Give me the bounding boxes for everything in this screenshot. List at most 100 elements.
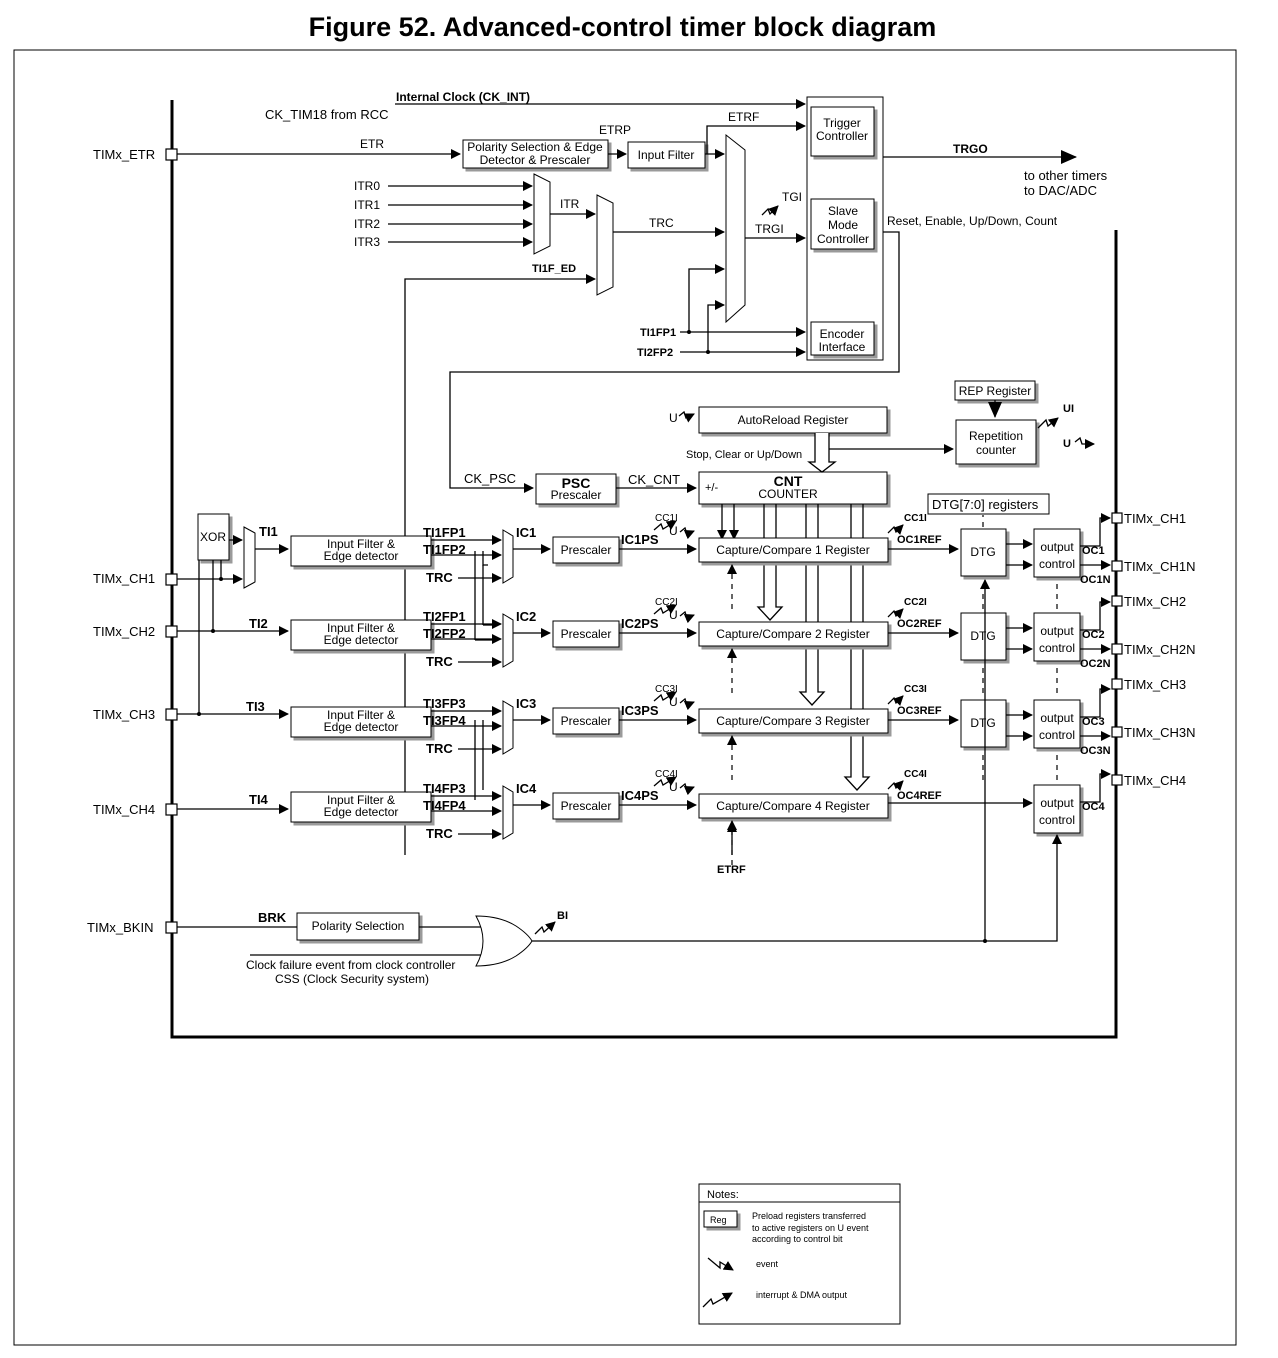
svg-text:ITR2: ITR2	[354, 217, 380, 231]
encoder-interface-box	[810, 321, 875, 356]
ic-ps-label: IC3PS	[621, 703, 659, 718]
svg-text:ITR: ITR	[560, 197, 580, 211]
svg-text:Input Filter: Input Filter	[638, 148, 695, 162]
ic-label: IC3	[516, 696, 536, 711]
dtg-box	[960, 699, 1007, 748]
ocref-label: OC3REF	[897, 705, 942, 717]
pin-out-ch4	[1111, 774, 1123, 786]
svg-text:Polarity Selection & Edge: Polarity Selection & Edge	[467, 140, 603, 154]
pin-ch3	[165, 708, 178, 721]
prescaler-box	[552, 536, 620, 564]
svg-text:Clock failure event from clock: Clock failure event from clock controlle…	[246, 958, 455, 972]
svg-text:TI2: TI2	[249, 616, 268, 631]
channel-4: Input Filter &Edge detectorTI4FP3TI4FP4T…	[290, 769, 1111, 865]
svg-text:TIMx_CH1: TIMx_CH1	[1124, 511, 1186, 526]
fp-a-label: TI4FP3	[423, 781, 466, 796]
svg-text:U: U	[669, 780, 678, 794]
svg-text:TIMx_CH2: TIMx_CH2	[1124, 594, 1186, 609]
ocref-label: OC1REF	[897, 534, 942, 546]
etr-label: ETR	[360, 137, 384, 151]
svg-text:XOR: XOR	[200, 530, 226, 544]
ic-label: IC2	[516, 609, 536, 624]
svg-text:Slave: Slave	[828, 204, 858, 218]
svg-text:DTG: DTG	[970, 545, 995, 559]
svg-text:control: control	[1039, 557, 1075, 571]
svg-text:TIMx_CH1: TIMx_CH1	[93, 571, 155, 586]
pin-ch2	[165, 625, 178, 638]
svg-text:TI3: TI3	[246, 699, 265, 714]
svg-text:Input Filter &: Input Filter &	[327, 621, 395, 635]
input-filter-edge-box	[290, 706, 432, 738]
svg-text:Controller: Controller	[817, 232, 869, 246]
svg-text:Mode: Mode	[828, 218, 858, 232]
input-filter-edge-box	[290, 619, 432, 651]
oc-label: OC2	[1082, 629, 1105, 641]
svg-text:PSC: PSC	[562, 475, 591, 491]
timer-boundary	[170, 100, 1118, 1039]
svg-text:CNT: CNT	[774, 473, 803, 489]
dtg-registers-box	[927, 493, 1050, 515]
svg-text:ETRF: ETRF	[717, 864, 746, 876]
capture-compare-register	[698, 708, 889, 734]
prescaler-box	[552, 792, 620, 820]
dtg-box	[960, 612, 1007, 661]
svg-text:CSS (Clock Security system): CSS (Clock Security system)	[275, 972, 429, 986]
svg-text:output: output	[1040, 540, 1074, 554]
cnt-box	[698, 471, 888, 505]
svg-text:Input Filter &: Input Filter &	[327, 793, 395, 807]
polarity-selection-box	[296, 912, 420, 941]
svg-text:CK_PSC: CK_PSC	[464, 471, 516, 486]
ic-ps-label: IC1PS	[621, 532, 659, 547]
svg-text:Reset, Enable, Up/Down, Count: Reset, Enable, Up/Down, Count	[887, 214, 1058, 228]
svg-text:to DAC/ADC: to DAC/ADC	[1024, 183, 1097, 198]
ck-int-label: Internal Clock (CK_INT)	[396, 90, 530, 104]
svg-text:ITR1: ITR1	[354, 198, 380, 212]
pin-out-ch2	[1111, 595, 1123, 607]
svg-text:Polarity Selection: Polarity Selection	[312, 919, 405, 933]
svg-text:Capture/Compare 1 Register: Capture/Compare 1 Register	[716, 543, 869, 557]
cc-out-label: CC3I	[904, 684, 927, 695]
svg-text:TIMx_CH1N: TIMx_CH1N	[1124, 559, 1196, 574]
fp-a-label: TI3FP3	[423, 696, 466, 711]
ic-label: IC1	[516, 525, 536, 540]
or-gate	[475, 915, 533, 967]
svg-text:Prescaler: Prescaler	[561, 543, 612, 557]
outer-frame	[13, 49, 1237, 1346]
ic-mux	[502, 700, 514, 755]
fp-b-label: TI2FP2	[423, 626, 466, 641]
svg-text:COUNTER: COUNTER	[758, 487, 818, 501]
svg-text:TIMx_CH3: TIMx_CH3	[93, 707, 155, 722]
cc-out-label: CC2I	[904, 597, 927, 608]
svg-text:Prescaler: Prescaler	[561, 714, 612, 728]
ic-ps-label: IC2PS	[621, 616, 659, 631]
svg-text:counter: counter	[976, 443, 1016, 457]
svg-text:TRGO: TRGO	[953, 142, 988, 156]
svg-text:TRGI: TRGI	[755, 222, 784, 236]
dtg-box	[960, 528, 1007, 577]
pin-etr	[165, 148, 178, 161]
svg-text:Trigger: Trigger	[823, 116, 861, 130]
svg-text:Encoder: Encoder	[820, 327, 865, 341]
cc-out-label: CC4I	[904, 769, 927, 780]
svg-text:AutoReload Register: AutoReload Register	[738, 413, 849, 427]
svg-text:Notes:: Notes:	[707, 1189, 739, 1201]
svg-text:TIMx_CH3: TIMx_CH3	[1124, 677, 1186, 692]
ic-label: IC4	[516, 781, 537, 796]
cc-in-label: CC2I	[655, 597, 678, 608]
pin-out-ch1	[1111, 512, 1123, 524]
capture-compare-register	[698, 537, 889, 563]
trgi-mux	[725, 133, 746, 324]
svg-text:Edge detector: Edge detector	[324, 549, 399, 563]
trc-label: TRC	[426, 741, 453, 756]
trc-label: TRC	[426, 570, 453, 585]
pin-out-ch1n	[1111, 560, 1123, 572]
repetition-counter-box	[955, 419, 1037, 465]
svg-text:REP Register: REP Register	[959, 384, 1031, 398]
fp-b-label: TI1FP2	[423, 542, 466, 557]
svg-text:interrupt & DMA output: interrupt & DMA output	[756, 1290, 848, 1300]
itr-mux	[533, 173, 551, 255]
output-control-box	[1033, 528, 1081, 578]
svg-text:TGI: TGI	[782, 190, 802, 204]
oc-label: OC3	[1082, 716, 1105, 728]
